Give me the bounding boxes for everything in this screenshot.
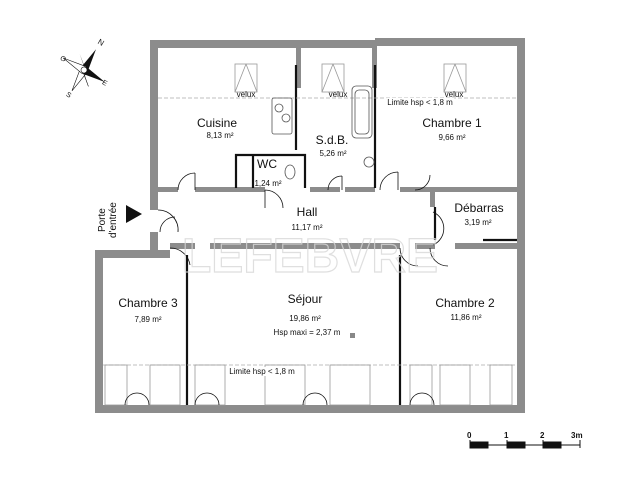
velux-label-sdb: velux bbox=[328, 90, 348, 99]
room-area-chambre-1: 9,66 m² bbox=[438, 133, 466, 142]
entrance-label: Porte d'entrée bbox=[97, 202, 119, 238]
window-swings bbox=[124, 392, 435, 406]
interior-walls bbox=[158, 187, 517, 249]
door-swings bbox=[157, 171, 449, 267]
room-name-chambre-2: Chambre 2 bbox=[435, 296, 495, 310]
watermark: LEFEBVRE bbox=[182, 230, 438, 283]
room-area-chambre-2: 11,86 m² bbox=[450, 313, 482, 322]
room-area-sejour: 19,86 m² bbox=[289, 314, 321, 323]
room-area-chambre-3: 7,89 m² bbox=[134, 315, 162, 324]
bathroom-fixtures bbox=[271, 85, 375, 180]
room-area-cuisine: 8,13 m² bbox=[206, 131, 234, 140]
room-name-cuisine: Cuisine bbox=[196, 116, 238, 130]
room-name-chambre-1: Chambre 1 bbox=[422, 116, 482, 130]
sejour-ceiling-height: Hsp maxi = 2,37 m bbox=[273, 328, 341, 337]
room-name-sejour: Séjour bbox=[287, 292, 323, 306]
scale-label-2: 2 bbox=[540, 431, 545, 440]
lower-windows bbox=[104, 364, 513, 406]
entrance-line-2: d'entrée bbox=[108, 202, 119, 238]
room-area-debarras: 3,19 m² bbox=[464, 218, 492, 227]
entrance-line-1: Porte bbox=[97, 208, 108, 233]
velux-windows bbox=[234, 63, 467, 93]
room-name-wc: WC bbox=[257, 157, 277, 171]
room-area-wc: 1,24 m² bbox=[254, 179, 282, 188]
limit-note-bottom: Limite hsp < 1,8 m bbox=[228, 367, 296, 376]
room-name-chambre-3: Chambre 3 bbox=[118, 296, 178, 310]
velux-label-chambre-1: velux bbox=[444, 90, 464, 99]
room-name-sdb: S.d.B. bbox=[315, 133, 349, 147]
sejour-marker bbox=[350, 333, 355, 338]
room-area-hall: 11,17 m² bbox=[291, 223, 323, 232]
scale-bar bbox=[469, 440, 581, 449]
compass-icon bbox=[63, 49, 105, 91]
room-name-debarras: Débarras bbox=[454, 201, 504, 215]
partitions bbox=[185, 65, 517, 405]
limit-note-top: Limite hsp < 1,8 m bbox=[386, 98, 454, 107]
exterior-walls bbox=[95, 38, 525, 413]
entrance-arrow bbox=[126, 205, 142, 223]
scale-label-1: 1 bbox=[504, 431, 509, 440]
velux-label-cuisine: velux bbox=[236, 90, 256, 99]
room-area-sdb: 5,26 m² bbox=[319, 149, 347, 158]
scale-label-3m: 3m bbox=[571, 431, 583, 440]
room-name-hall: Hall bbox=[296, 205, 318, 219]
scale-label-0: 0 bbox=[467, 431, 472, 440]
